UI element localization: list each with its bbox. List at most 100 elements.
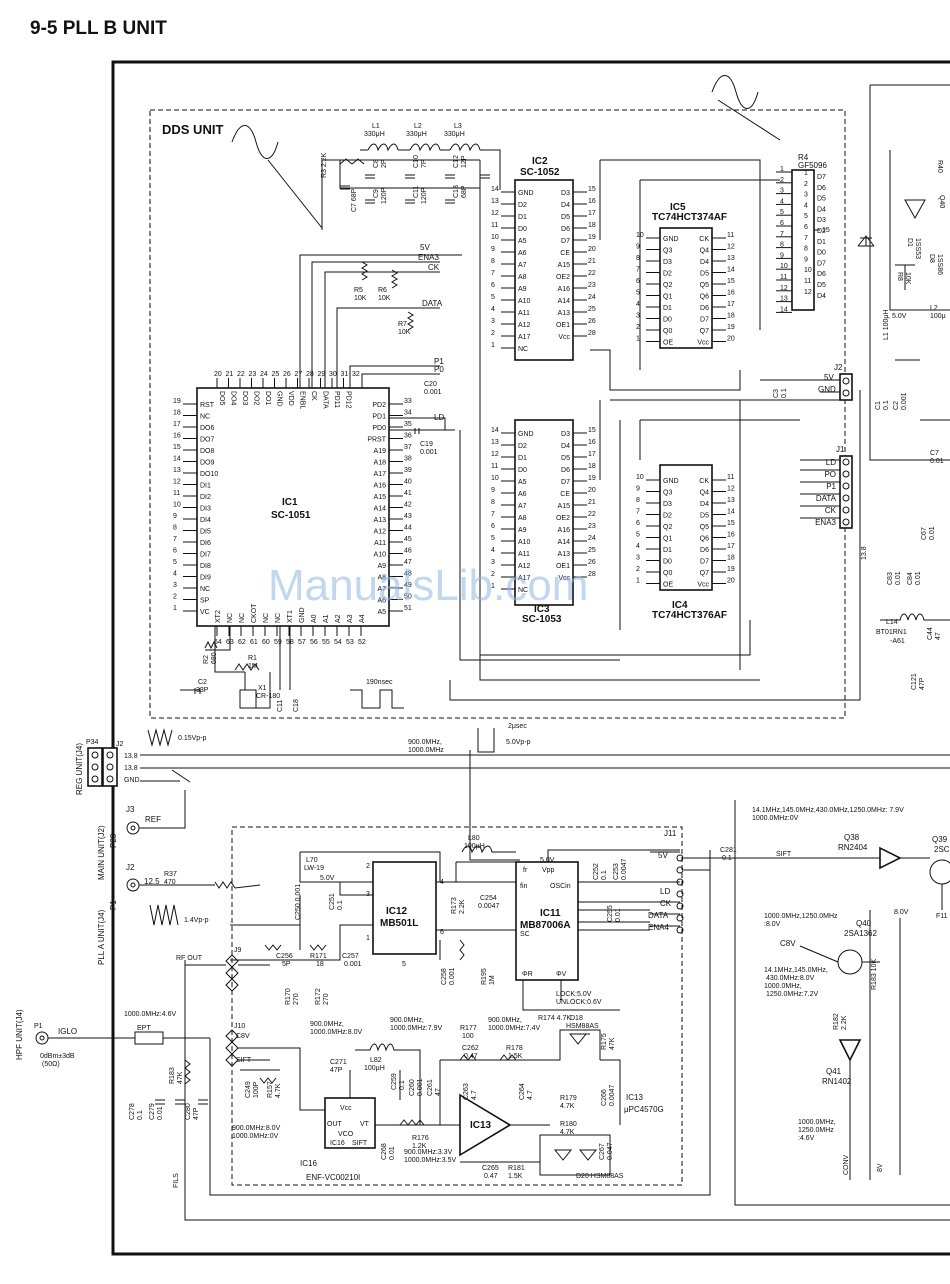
signal-path <box>469 750 520 861</box>
q38-symbol <box>879 846 902 870</box>
svg-text:1000.0MHz:8.0V: 1000.0MHz:8.0V <box>310 1029 362 1036</box>
pin-name: A8 <box>518 515 527 522</box>
svg-text:R40: R40 <box>936 160 943 173</box>
pin-name: NC <box>239 613 246 623</box>
main-unit-label: MAIN UNIT(J2) <box>97 825 106 880</box>
pin-name: Q3 <box>663 490 672 497</box>
svg-text:R171: R171 <box>310 953 327 960</box>
svg-text:270: 270 <box>323 993 330 1005</box>
pin-name: Q5 <box>700 282 709 289</box>
svg-text:190nsec: 190nsec <box>366 679 393 686</box>
pin-number: 3 <box>636 555 640 562</box>
ic12-body <box>372 861 437 955</box>
svg-text:47P: 47P <box>919 677 926 690</box>
ic1-ref: IC1 <box>282 497 298 508</box>
pin-number: 2 <box>636 324 640 331</box>
pin-number: 1 <box>491 583 495 590</box>
pin-number: 36 <box>404 433 412 440</box>
pin-number: 46 <box>404 548 412 555</box>
noise-waveform-icon-2 <box>149 904 179 926</box>
pin-name: Q4 <box>700 490 709 497</box>
pin-number: 32 <box>352 371 360 378</box>
pin-number: 20 <box>588 246 596 253</box>
pin-number: 52 <box>358 639 366 646</box>
pin-number: 27 <box>295 371 303 378</box>
pin-number: 9 <box>491 246 495 253</box>
svg-text:C278: C278 <box>129 1103 136 1120</box>
pin-name: Q3 <box>663 248 672 255</box>
pin-number: 62 <box>238 639 246 646</box>
pin-name: GND <box>663 478 679 485</box>
pin-number: 18 <box>588 222 596 229</box>
svg-text:4.7K: 4.7K <box>560 1103 575 1110</box>
pin-name: A11 <box>518 310 530 317</box>
pin-name: D3 <box>561 190 570 197</box>
ic13-ref: IC13 <box>470 1120 492 1131</box>
pin-number: 13 <box>173 467 181 474</box>
pin-number: 11 <box>804 278 811 285</box>
pin-number: 13 <box>780 296 788 303</box>
svg-text:1000.0MHz:7.9V: 1000.0MHz:7.9V <box>390 1025 442 1032</box>
svg-text:10K: 10K <box>904 272 911 285</box>
pin-name: A6 <box>518 250 527 257</box>
pin-number: 16 <box>173 433 181 440</box>
pin-number: 42 <box>404 502 412 509</box>
svg-text:R176: R176 <box>412 1135 429 1142</box>
pin-name: Q5 <box>700 524 709 531</box>
ic12-part: MB501L <box>380 918 418 929</box>
svg-text:Q41: Q41 <box>826 1067 842 1076</box>
pin-number: 13 <box>491 439 499 446</box>
pin-number: 19 <box>588 234 596 241</box>
r4-ref: R4 <box>798 153 809 162</box>
pin-number: 17 <box>727 543 735 550</box>
pin-number: 4 <box>491 547 495 554</box>
outer-frame <box>111 60 950 1256</box>
ic16-part: ENF-VC00210I <box>306 1173 360 1182</box>
svg-text:5.0V: 5.0V <box>892 313 907 320</box>
pin-number: 14 <box>491 186 499 193</box>
pin-number: 45 <box>404 536 412 543</box>
pin-name: D2 <box>518 202 527 209</box>
svg-text:R183: R183 <box>169 1067 176 1084</box>
pin-number: 4 <box>804 202 808 209</box>
pin-number: 11 <box>491 222 498 229</box>
svg-text:EPT: EPT <box>137 1025 151 1032</box>
pin-number: 1 <box>491 342 495 349</box>
pin-number: 61 <box>250 639 258 646</box>
r4-part: GF5096 <box>798 161 827 170</box>
pin-name: A0 <box>311 614 318 623</box>
pin-name: DI3 <box>200 506 211 513</box>
svg-text:4.7: 4.7 <box>471 1090 478 1100</box>
pin-name: A14 <box>558 298 571 305</box>
pin-number: 7 <box>804 235 808 242</box>
svg-text:L2: L2 <box>414 123 422 130</box>
pin-number: 19 <box>588 475 596 482</box>
pin-number: 19 <box>727 324 735 331</box>
svg-text:47: 47 <box>935 632 942 640</box>
svg-text:0.001: 0.001 <box>901 392 908 410</box>
pin-number: 9 <box>173 513 177 520</box>
ic13-part: μPC4570G <box>624 1105 664 1114</box>
svg-text:1: 1 <box>366 935 370 942</box>
pin-number: 21 <box>226 371 234 378</box>
pin-number: 38 <box>404 456 412 463</box>
pin-name: A8 <box>377 575 386 582</box>
pin-number: 5 <box>491 535 495 542</box>
pin-name: D2 <box>817 228 826 235</box>
pin-name: CK <box>699 236 709 243</box>
svg-text:1250.0MHz: 1250.0MHz <box>798 1127 834 1134</box>
svg-text:330μH: 330μH <box>364 131 385 138</box>
pin-number: 40 <box>404 479 412 486</box>
svg-text:4.7K: 4.7K <box>560 1129 575 1136</box>
svg-text:68P: 68P <box>461 185 468 198</box>
pin-name: A9 <box>377 563 386 570</box>
pll-wiring <box>230 845 680 1011</box>
pin-name: DO10 <box>200 471 218 478</box>
svg-text:Vcc: Vcc <box>340 1105 352 1112</box>
pin-name: A6 <box>377 598 386 605</box>
svg-text:REF: REF <box>145 815 161 824</box>
svg-text:Q40: Q40 <box>938 195 945 208</box>
pin-number: 28 <box>588 571 596 578</box>
pin-name: DO9 <box>200 460 215 467</box>
